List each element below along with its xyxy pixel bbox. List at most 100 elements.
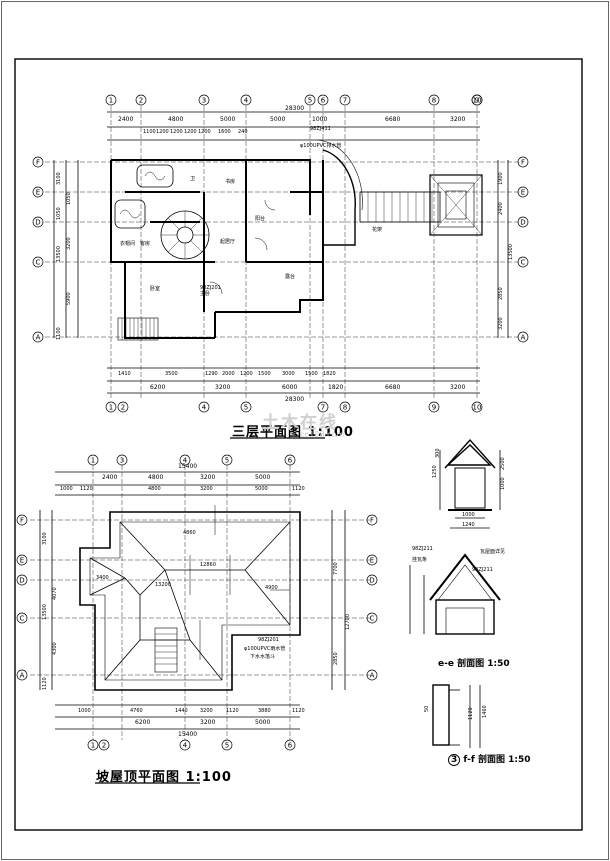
roof-axis-right-C: C: [370, 615, 375, 623]
roof-dim-top-3: 5000: [255, 474, 271, 481]
section-ff: [409, 553, 501, 635]
plan3-axis-bottom-9-bubble: [428, 401, 440, 413]
plan3-dim-left-0: 3100: [56, 172, 62, 185]
plan3-axis-top-3-bubble: [198, 94, 210, 106]
roof-axis-right-E: E: [370, 557, 374, 565]
roof-axis-right-F: F: [370, 517, 374, 525]
roof-axis-top-1: 1: [91, 457, 95, 465]
plan3-dim-bottom-5: 1500: [258, 371, 271, 377]
plan3-axis-bottom-2-bubble: [117, 401, 129, 413]
plan3-dim-total-bottom: 28300: [285, 396, 305, 403]
plan3-axis-left-A: A: [36, 334, 41, 342]
section-ff-dim-0: 1120: [468, 707, 474, 720]
roof-axis-right-E-bubble: [366, 554, 378, 566]
plan3-dim-top2-2: 1200: [170, 129, 183, 135]
roof-axis-bottom-2: 2: [102, 742, 106, 750]
plan3-dim-bottom2-2: 6000: [282, 384, 298, 391]
plan3-room-7: 客房: [140, 241, 151, 247]
roof-dim-left-0: 3100: [42, 532, 48, 545]
roof-dim-bottom-6: 1120: [292, 708, 305, 714]
plan3-note-1: φ100UPVC排水管: [300, 143, 342, 149]
roof-dim-total-top: 15400: [178, 463, 198, 470]
watermark-text: 土木在线: [262, 413, 338, 433]
roof-axis-bottom-1-bubble: [87, 739, 99, 751]
plan3-axis-bottom-8: 8: [343, 404, 347, 412]
plan3-axis-bottom-1: 1: [109, 404, 113, 412]
plan3-axis-bottom-1-bubble: [105, 401, 117, 413]
roof-dim-bottom-3: 3200: [200, 708, 213, 714]
plan3-dim-left-6: 1100: [56, 327, 62, 340]
watermark-url: co188.com: [300, 430, 345, 439]
section-ee-note-2: 挂瓦条: [412, 557, 428, 563]
section-ee-dim-0: 1000: [462, 512, 475, 518]
plan3-dim-top2-3: 1200: [184, 129, 197, 135]
plan3-dim-right-0: 1900: [498, 172, 504, 185]
roof-dim-right-1: 12700: [345, 614, 351, 630]
roof-dim-top2-5: 1120: [292, 486, 305, 492]
roof-note-1: φ100UPVC雨水管: [244, 646, 286, 652]
section-ee-title: e-e 剖面图 1:50: [438, 656, 510, 669]
roof-axis-left-F-bubble: [16, 514, 28, 526]
plan3-room-8: 书房: [225, 179, 236, 185]
roof-axis-top-4: 4: [183, 457, 188, 465]
roof-dim-left-2: 13500: [42, 604, 48, 620]
roof-note-0: 98ZJ201: [258, 637, 279, 643]
plan3-axis-top-6: 6: [321, 97, 326, 105]
plan3-room-3: 起居厅: [220, 239, 236, 245]
plan3-axis-left-D: D: [35, 219, 40, 227]
plan3-axis-bottom-10: 10: [473, 404, 482, 412]
plan3-axis-right-A: A: [521, 334, 526, 342]
roof-axis-top-5: 5: [225, 457, 229, 465]
roof-dim-bottom-4: 1120: [226, 708, 239, 714]
roof-axis-bottom-6-bubble: [284, 739, 296, 751]
roof-note-2: 下水水落斗: [250, 654, 276, 660]
plan3-room-4: 阳台: [255, 216, 266, 222]
plan3-axis-bottom-2: 2: [121, 404, 125, 412]
plan3-axis-top-2-bubble: [135, 94, 147, 106]
plan3-note-0: 98ZJ411: [310, 126, 331, 132]
plan3-axis-left-D-bubble: [32, 216, 44, 228]
roof-axis-left-F: F: [20, 517, 24, 525]
plan3-room-0: 卧室: [150, 286, 161, 292]
section-ee-label: e-e 剖面图: [438, 659, 485, 669]
section-ee: [439, 438, 501, 529]
roof-axis-top-3: 3: [120, 457, 124, 465]
roof-axis-top-4-bubble: [179, 454, 191, 466]
plan3-dim-top-5: 6680: [385, 116, 401, 123]
third-floor-plan-title: 三层平面图 1:100: [232, 425, 354, 440]
plan3-dim-bottom-3: 2000: [222, 371, 235, 377]
section-ee-note-0: 98ZJ211: [412, 546, 433, 552]
plan3-room-1: 主卧: [200, 291, 211, 297]
roof-dim-right-2: 2850: [333, 652, 339, 665]
plan3-dim-top2-4: 1200: [198, 129, 211, 135]
plan3-dim-bottom-1: 3500: [165, 371, 178, 377]
roof-axis-right-A-bubble: [366, 669, 378, 681]
plan3-axis-bottom-7: 7: [321, 404, 325, 412]
plan3-axis-left-C-bubble: [32, 256, 44, 268]
roof-dim-top2-3: 3200: [200, 486, 213, 492]
roof-slope-4: 3400: [96, 575, 109, 581]
section-ee-dim-5: 1000: [500, 477, 506, 490]
roof-dim-top2-0: 1000: [60, 486, 73, 492]
roof-dim-top-2: 3200: [200, 474, 216, 481]
roof-axis-right-D-bubble: [366, 574, 378, 586]
plan3-note-3: 花架: [372, 227, 383, 233]
roof-plan: [30, 465, 370, 740]
plan3-axis-top-5-bubble: [304, 94, 316, 106]
plan3-dim-total-top: 28300: [285, 105, 305, 112]
plan3-room-2: 衣帽间: [120, 241, 136, 247]
roof-axis-top-6: 6: [288, 457, 293, 465]
roof-axis-top-1-bubble: [87, 454, 99, 466]
plan3-dim-bottom-0: 1410: [118, 371, 131, 377]
plan3-axis-left-E-bubble: [32, 186, 44, 198]
plan3-axis-top-9: 9: [475, 97, 479, 105]
plan3-dim-bottom-7: 1500: [305, 371, 318, 377]
plan3-room-5: 露台: [285, 274, 296, 280]
roof-dim-bottom2-2: 5000: [255, 719, 271, 726]
plan3-dim-bottom-2: 1290: [205, 371, 218, 377]
roof-slope-2: 12860: [200, 562, 216, 568]
plan3-dim-right-1: 2400: [498, 202, 504, 215]
